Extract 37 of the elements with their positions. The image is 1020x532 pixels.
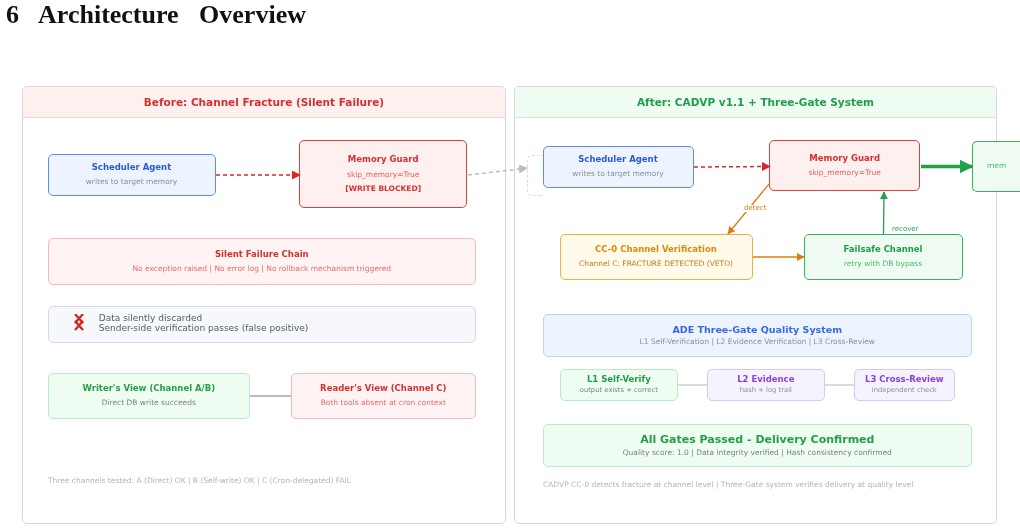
node-heading: Memory Guard [809, 152, 880, 165]
view-box [47, 372, 250, 419]
ghost-box [526, 154, 543, 196]
gate-box [559, 368, 678, 401]
failure-box [47, 237, 476, 285]
view-box [542, 423, 972, 467]
node-heading: Failsafe Channel [843, 243, 923, 256]
guard-box [769, 140, 921, 192]
node-heading: Scheduler Agent [578, 153, 658, 166]
system-box [542, 313, 972, 357]
guard-box [299, 140, 468, 209]
node-heading: CC-0 Channel Verification [595, 243, 717, 256]
note-text: Sender-side verification passes (false positive) [98, 324, 309, 335]
node-heading: All Gates Passed - Delivery Confirmed [640, 432, 875, 448]
node-heading: Reader's View (Channel C) [320, 383, 447, 395]
node-heading: L1 Self-Verify [586, 374, 651, 386]
failure-box [290, 372, 476, 419]
note-text: Data silently discarded [98, 314, 203, 325]
node-heading: L2 Evidence [737, 374, 795, 386]
node-heading: ADE Three-Gate Quality System [672, 323, 843, 337]
gate-box [853, 368, 955, 401]
node-heading: Scheduler Agent [91, 161, 172, 174]
channel-box [972, 141, 1020, 192]
agent-box [47, 153, 216, 196]
node-heading: Silent Failure Chain [215, 248, 309, 260]
section-title: 6 Architecture Overview [6, 0, 306, 30]
agent-box [542, 145, 694, 188]
panel-header: After: CADVP v1.1 + Three-Gate System [515, 87, 996, 118]
note-box [47, 305, 476, 343]
node-heading: Writer's View (Channel A/B) [82, 383, 216, 395]
panel [22, 86, 506, 524]
node-heading: L3 Cross-Review [865, 374, 944, 386]
node-heading: Memory Guard [347, 154, 419, 166]
verification-box [559, 233, 753, 280]
panel-header: Before: Channel Fracture (Silent Failure) [23, 87, 505, 118]
channel-box [803, 233, 963, 280]
gate-box [706, 368, 825, 401]
